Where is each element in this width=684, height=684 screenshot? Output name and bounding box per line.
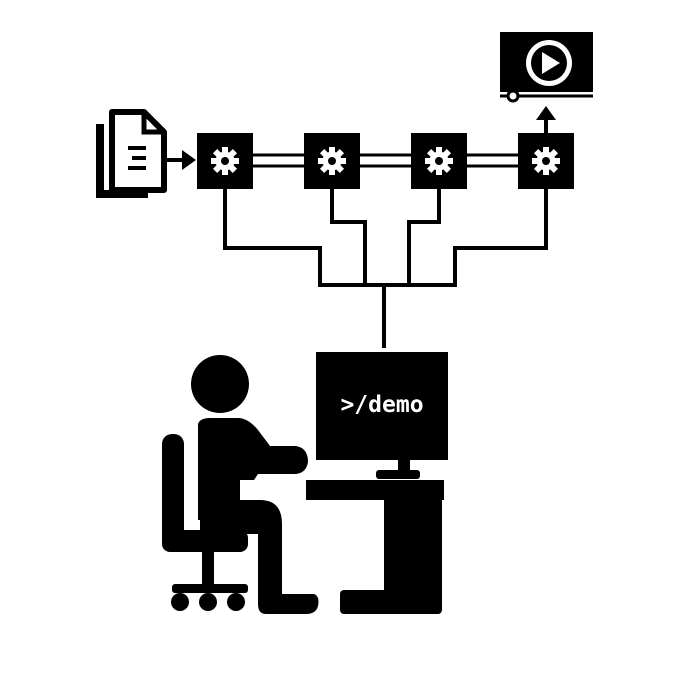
person-at-computer-icon: >/demo (162, 352, 448, 614)
pipeline-stage-2 (304, 133, 360, 189)
terminal-command: >/demo (340, 392, 423, 418)
gear-icon (211, 147, 239, 175)
documents-icon (96, 109, 167, 198)
chair (162, 434, 248, 611)
person-torso (198, 418, 308, 520)
pipeline-stage-3 (411, 133, 467, 189)
person-leg (200, 500, 319, 614)
person-head (191, 355, 249, 413)
gear-icon (318, 147, 346, 175)
pipeline-stage-1 (197, 133, 253, 189)
stage-connectors (253, 153, 518, 168)
gear-icon (425, 147, 453, 175)
pipeline-stage-4 (518, 133, 574, 189)
desk (306, 480, 444, 614)
gear-icon (532, 147, 560, 175)
video-play-icon (500, 32, 593, 103)
control-wiring (223, 189, 548, 348)
output-arrow (536, 106, 556, 133)
input-arrow (166, 150, 196, 170)
monitor: >/demo (316, 352, 448, 479)
